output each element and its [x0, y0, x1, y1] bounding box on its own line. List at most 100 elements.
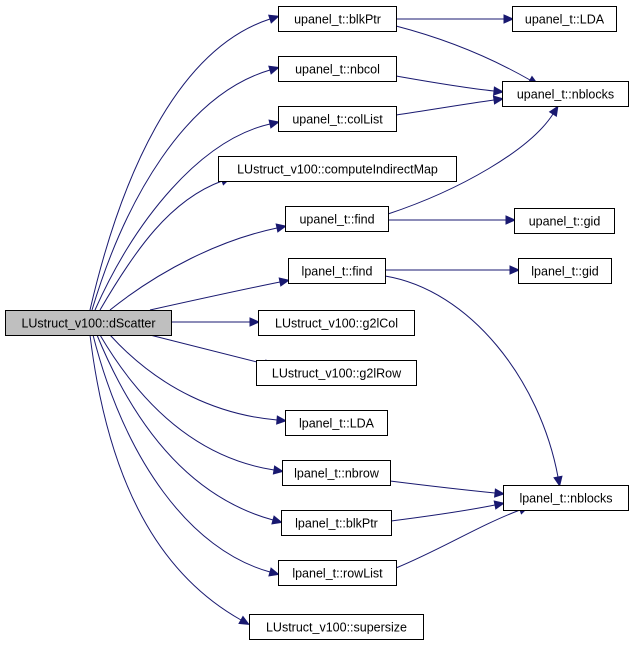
node-label: lpanel_t::blkPtr [295, 517, 378, 531]
arrowhead [509, 265, 521, 275]
arrowhead [503, 14, 515, 24]
node-box[interactable] [285, 410, 388, 436]
node-l-find[interactable]: lpanel_t::find [288, 258, 386, 284]
node-label: upanel_t::find [299, 213, 374, 227]
node-u-collist[interactable]: upanel_t::colList [278, 106, 397, 132]
node-u-lda[interactable]: upanel_t::LDA [512, 6, 617, 32]
arrowhead [275, 223, 288, 233]
node-box[interactable] [512, 6, 617, 32]
node-u-gid[interactable]: upanel_t::gid [514, 208, 615, 234]
node-box[interactable] [503, 485, 629, 511]
edge-line [89, 334, 242, 621]
node-label: LUstruct_v100::g2lCol [275, 317, 398, 331]
edge-root-to-u-nbcol [91, 65, 280, 311]
node-box[interactable] [256, 360, 417, 386]
node-g2lrow[interactable]: LUstruct_v100::g2lRow [256, 360, 417, 386]
arrowhead [505, 215, 517, 225]
node-label: upanel_t::blkPtr [294, 13, 381, 27]
arrowhead [548, 105, 559, 117]
edge-line [395, 99, 495, 116]
edge-root-to-l-blkptr [96, 334, 283, 525]
edge-line [99, 180, 223, 311]
edge-line [149, 334, 266, 365]
node-g2lcol[interactable]: LUstruct_v100::g2lCol [258, 310, 415, 336]
node-l-nblocks[interactable]: lpanel_t::nblocks [503, 485, 629, 511]
edge-line [390, 504, 496, 522]
node-l-lda[interactable]: lpanel_t::LDA [285, 410, 388, 436]
node-box[interactable] [278, 6, 397, 32]
node-supersize[interactable]: LUstruct_v100::supersize [249, 614, 424, 640]
node-label: upanel_t::nbcol [295, 63, 380, 77]
node-box[interactable] [278, 560, 397, 586]
node-label: lpanel_t::LDA [299, 417, 375, 431]
node-compute[interactable]: LUstruct_v100::computeIndirectMap [218, 156, 457, 182]
edge-root-to-l-nbrow [99, 334, 285, 475]
edge-root-to-compute [99, 176, 232, 311]
edge-line [395, 509, 521, 569]
edge-root-to-l-find [149, 277, 291, 311]
arrowhead [278, 277, 291, 287]
edge-u-collist-to-u-nblocks [395, 95, 505, 116]
node-label: lpanel_t::gid [531, 265, 598, 279]
arrowhead [493, 500, 506, 510]
arrowhead [238, 615, 250, 626]
edge-u-blkptr-to-u-lda [396, 14, 515, 24]
node-u-nbcol[interactable]: upanel_t::nbcol [278, 56, 397, 82]
node-box[interactable] [518, 258, 612, 284]
edge-root-to-u-find [109, 223, 288, 311]
edge-line [149, 281, 281, 311]
edge-line [109, 334, 278, 421]
edge-root-to-g2lrow [149, 334, 275, 369]
edge-line [99, 334, 275, 471]
node-box[interactable] [278, 56, 397, 82]
node-box[interactable] [288, 258, 386, 284]
node-box[interactable] [258, 310, 415, 336]
node-box[interactable] [278, 106, 397, 132]
edge-line [395, 25, 531, 81]
node-label: lpanel_t::find [302, 265, 373, 279]
node-l-gid[interactable]: lpanel_t::gid [518, 258, 612, 284]
node-box[interactable] [285, 206, 389, 232]
node-label: upanel_t::gid [529, 215, 601, 229]
edge-root-to-u-blkptr [89, 14, 280, 311]
node-box[interactable] [514, 208, 615, 234]
edge-line [91, 69, 271, 311]
edge-l-nbrow-to-l-nblocks [389, 480, 506, 498]
edge-root-to-u-collist [94, 119, 280, 311]
edge-line [89, 18, 271, 311]
edge-line [387, 113, 554, 215]
edge-l-blkptr-to-l-nblocks [390, 500, 506, 522]
root-node-box[interactable] [5, 310, 172, 336]
node-root[interactable]: LUstruct_v100::dScatter [5, 310, 172, 336]
node-l-blkptr[interactable]: lpanel_t::blkPtr [281, 510, 392, 536]
arrowhead [268, 119, 280, 129]
node-u-blkptr[interactable]: upanel_t::blkPtr [278, 6, 397, 32]
node-u-nblocks[interactable]: upanel_t::nblocks [502, 81, 629, 107]
arrowhead [494, 488, 506, 498]
node-box[interactable] [502, 81, 629, 107]
arrowhead [271, 515, 283, 525]
node-label: lpanel_t::rowList [292, 567, 383, 581]
node-label: upanel_t::nblocks [517, 88, 614, 102]
node-l-nbrow[interactable]: lpanel_t::nbrow [282, 460, 391, 486]
edge-line [96, 334, 274, 521]
edge-root-to-l-lda [109, 334, 288, 425]
node-box[interactable] [282, 460, 391, 486]
node-box[interactable] [218, 156, 457, 182]
arrowhead [268, 567, 280, 577]
arrowhead [268, 14, 280, 24]
node-box[interactable] [281, 510, 392, 536]
node-label: LUstruct_v100::supersize [266, 621, 407, 635]
edge-u-find-to-u-nblocks [387, 105, 559, 215]
edge-line [395, 75, 495, 92]
node-box[interactable] [249, 614, 424, 640]
edge-u-nbcol-to-u-nblocks [395, 75, 505, 96]
edge-l-find-to-l-nblocks [384, 275, 563, 488]
node-label: LUstruct_v100::g2lRow [272, 367, 402, 381]
node-label: upanel_t::LDA [525, 13, 605, 27]
node-u-find[interactable]: upanel_t::find [285, 206, 389, 232]
node-l-rowlist[interactable]: lpanel_t::rowList [278, 560, 397, 586]
edge-u-find-to-u-gid [388, 215, 517, 225]
